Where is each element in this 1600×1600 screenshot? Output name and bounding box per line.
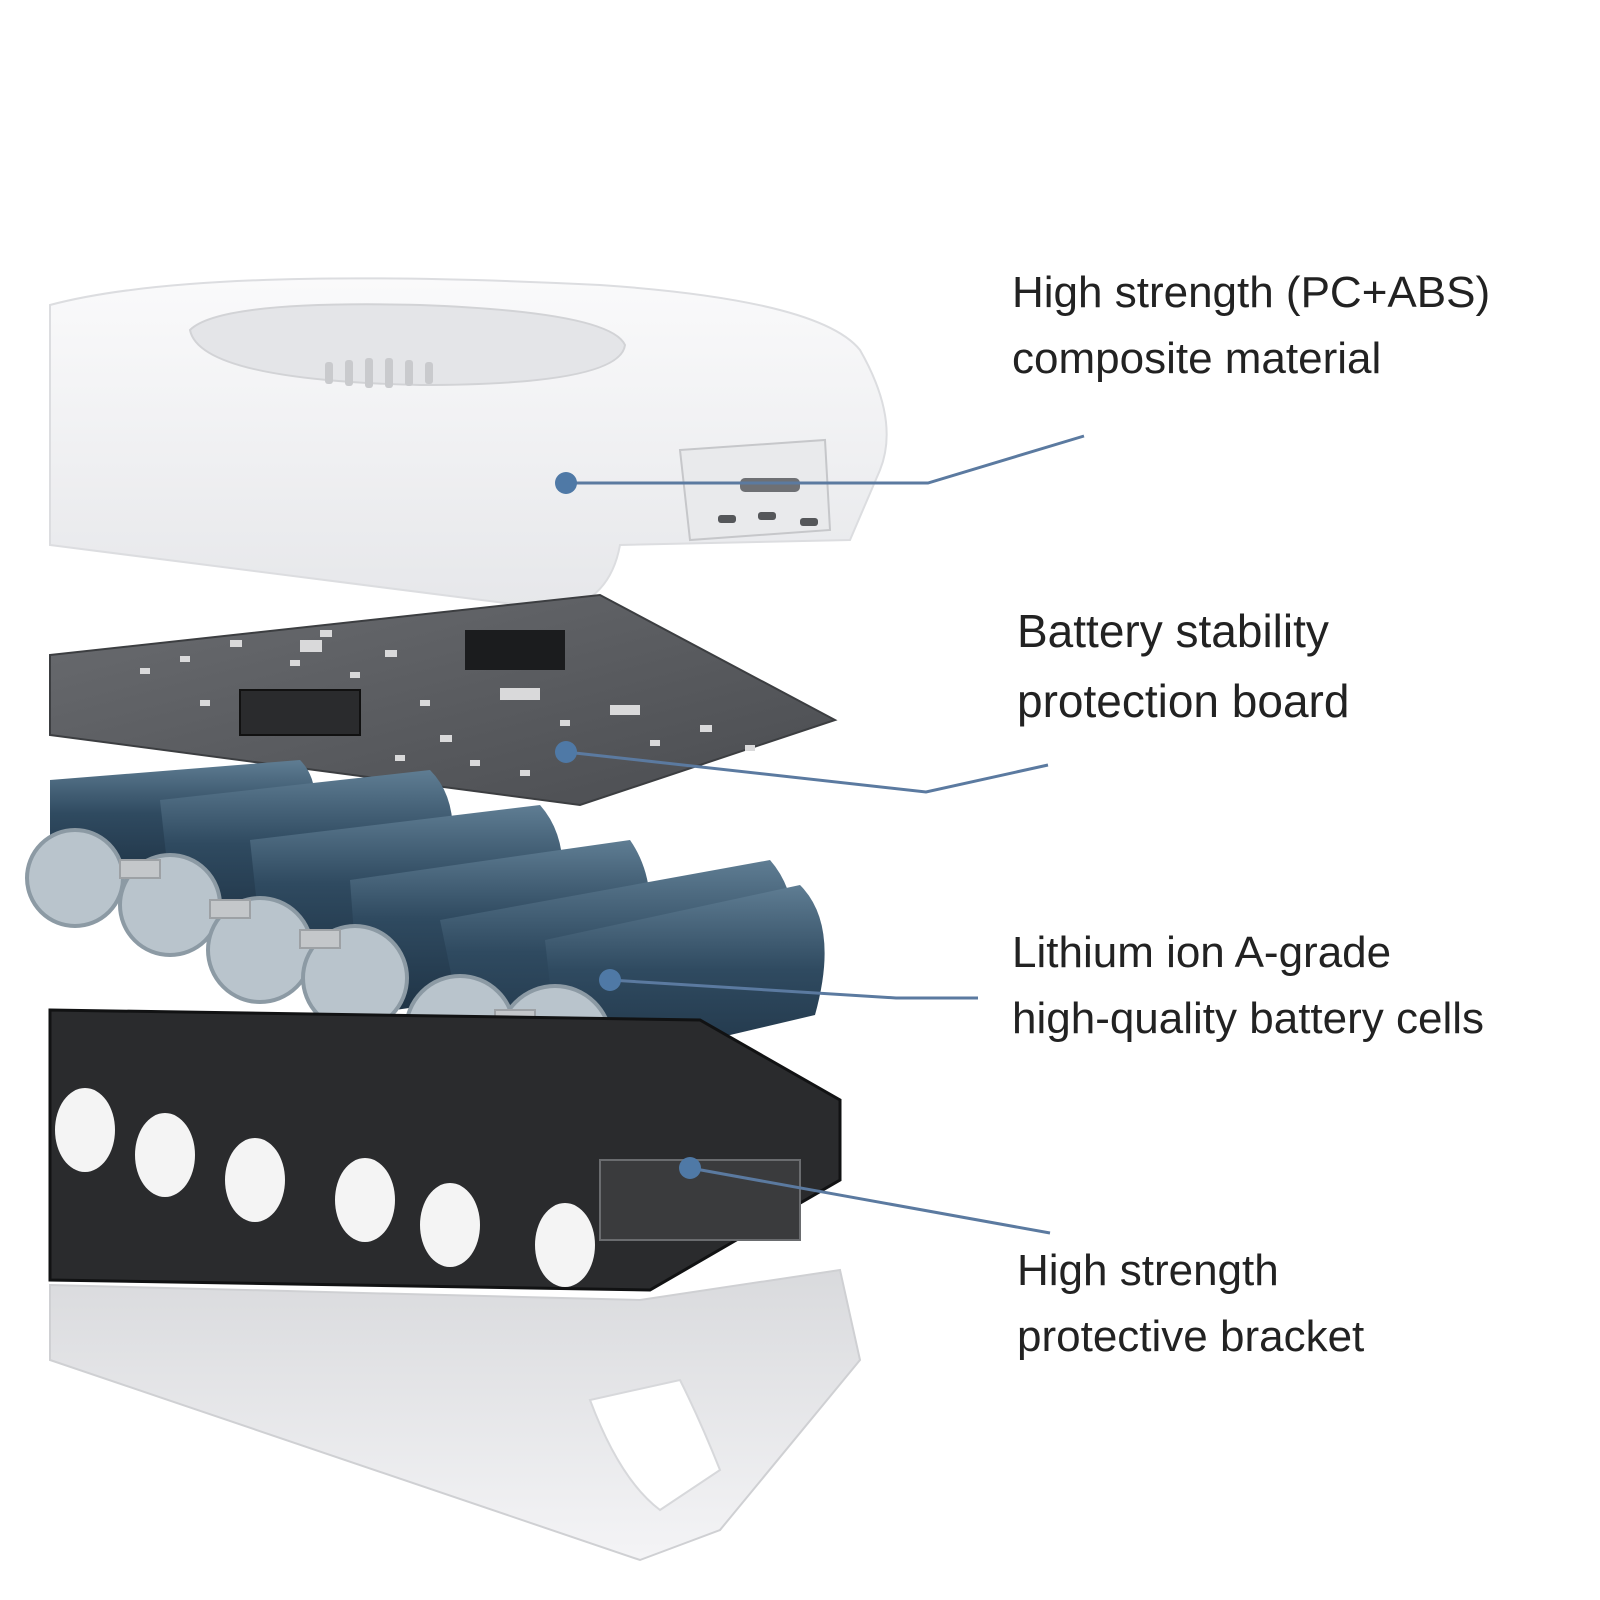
pcb-connector [465,630,565,670]
callout-shell-line2: composite material [1012,334,1382,383]
bottom-shell [49,1268,862,1562]
leader-line-bracket [689,1166,1051,1235]
pcb-components [140,630,755,776]
bracket-holes [55,1088,595,1287]
callout-cells-label: Lithium ion A-grade high-quality battery… [1012,920,1484,1052]
protective-bracket [48,1008,842,1292]
callout-bracket-label: High strength protective bracket [1017,1238,1364,1370]
leader-lines [565,434,1085,1235]
top-shell [49,277,888,612]
callout-cells-line2: high-quality battery cells [1012,994,1485,1043]
leader-dots [555,472,701,1179]
leader-line-cells [609,978,978,1000]
callout-shell-label: High strength (PC+ABS) composite materia… [1012,260,1490,392]
callout-bracket-line1: High strength [1017,1246,1279,1295]
callout-board-line1: Battery stability [1017,605,1329,657]
protection-board [49,593,838,807]
bracket-terminal [599,1159,801,1241]
vent-slots [325,358,433,388]
pcb-header [239,689,361,736]
callout-cells-line1: Lithium ion A-grade [1012,928,1392,977]
callout-board-label: Battery stability protection board [1017,596,1349,736]
leader-line-board [565,750,1049,794]
shell-top-recess [188,303,627,387]
callout-board-line2: protection board [1017,675,1350,727]
leader-line-shell [566,434,1085,485]
callout-bracket-line2: protective bracket [1017,1312,1365,1361]
callout-shell-line1: High strength (PC+ABS) [1012,268,1491,317]
